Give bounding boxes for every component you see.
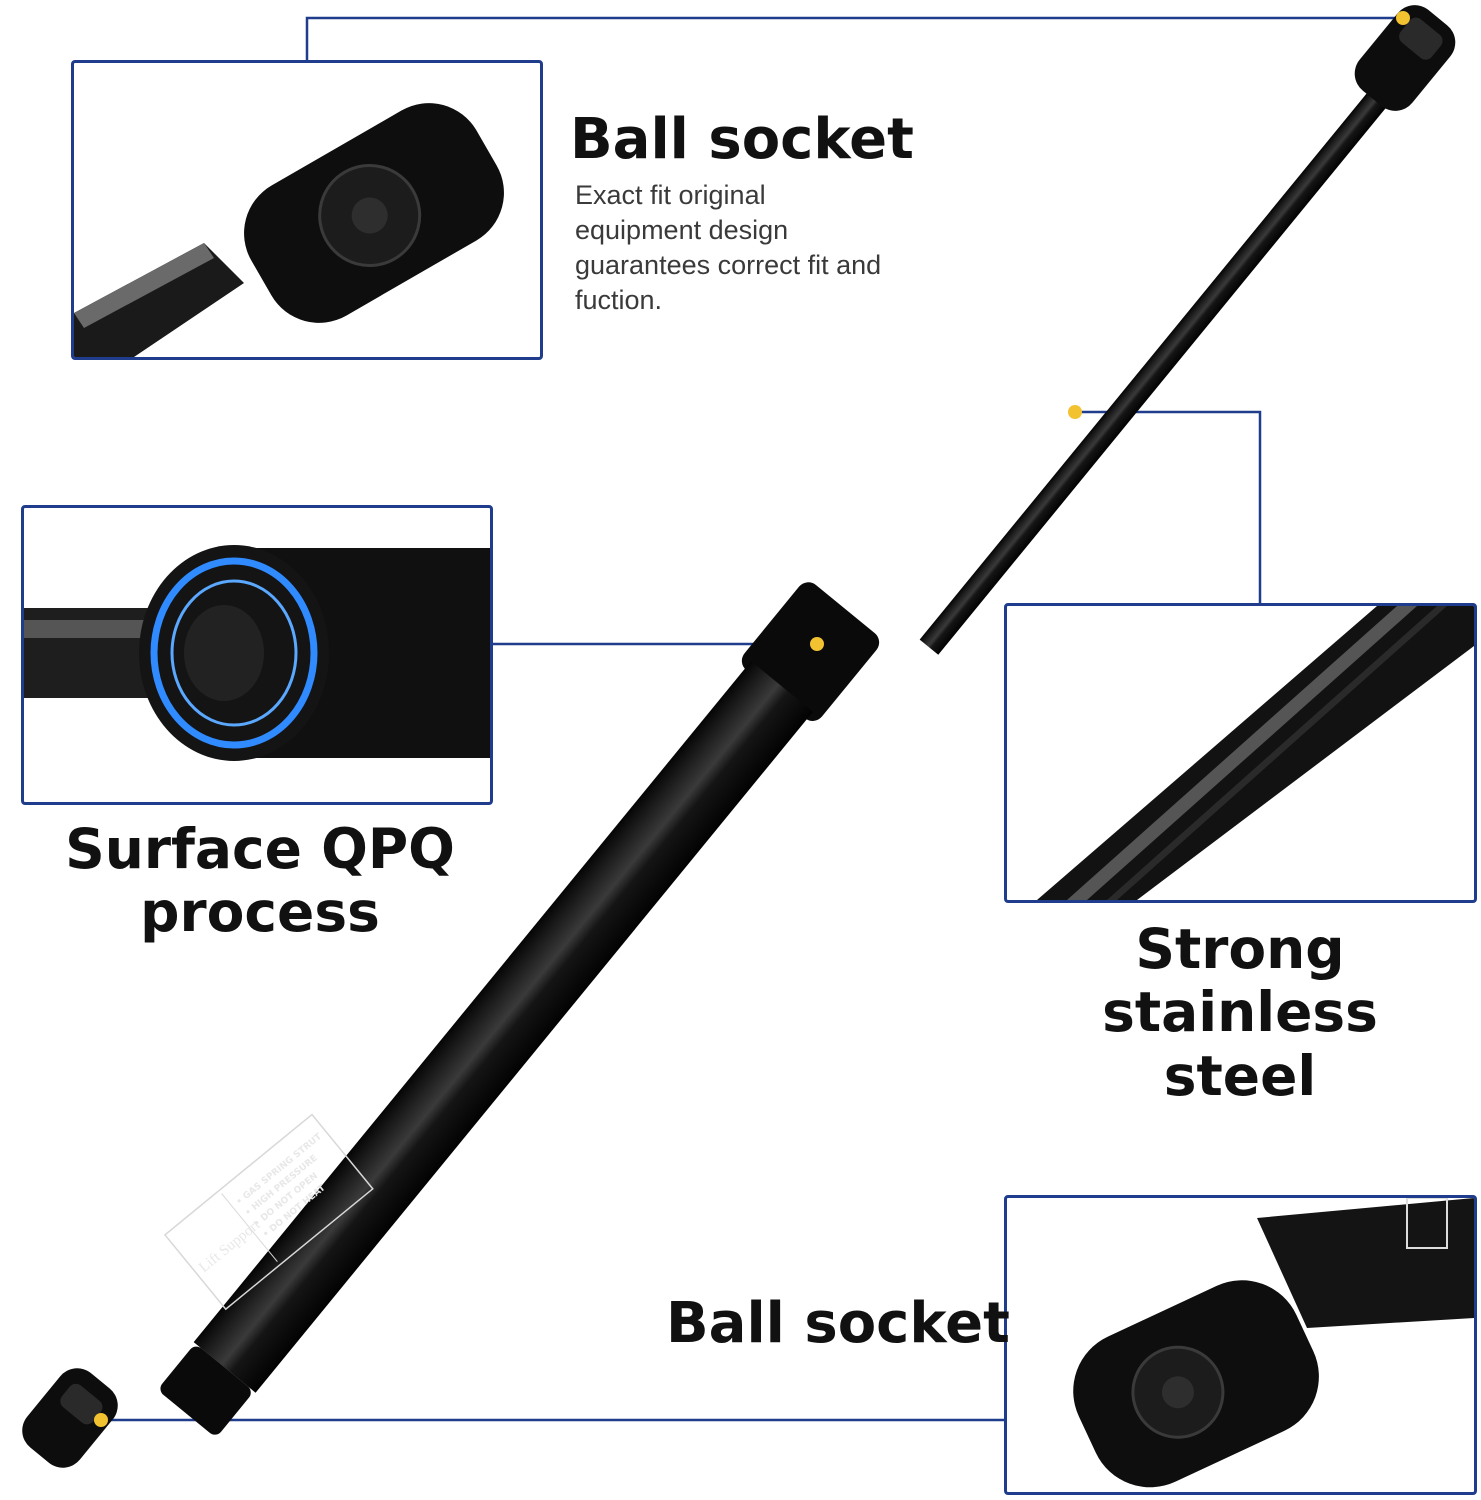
steel-title: Strong stainless steel [990, 917, 1481, 1108]
marker-dots [94, 11, 1410, 1427]
marker-dot [1068, 405, 1082, 419]
ball-socket-closeup-frame [71, 60, 543, 360]
description-line: Exact fit original [575, 180, 766, 210]
bottom-ball-socket-title: Ball socket [666, 1291, 1010, 1356]
label-brand-text: Lift Support [196, 1216, 264, 1276]
surface-title: Surface QPQ process [30, 817, 490, 945]
steel-rod-closeup-frame [1004, 603, 1477, 903]
steel-title-line: steel [1163, 1043, 1317, 1108]
ball-socket-closeup-icon [74, 103, 504, 357]
description-line: fuction. [575, 285, 663, 315]
cylinder-body [160, 582, 880, 1435]
marker-dot [94, 1413, 108, 1427]
surface-title-line: process [140, 880, 380, 945]
top-ball-socket-title: Ball socket [570, 107, 914, 172]
bottom-end-fitting [22, 1368, 118, 1468]
marker-dot [1396, 11, 1410, 25]
marker-dot [810, 637, 824, 651]
ball-socket-closeup-icon [1073, 1198, 1474, 1488]
bottom-ball-socket-closeup-frame [1004, 1195, 1477, 1495]
steel-title-line: Strong stainless [1102, 917, 1378, 1045]
description-line: guarantees correct fit and [575, 250, 882, 280]
top-end-fitting [1354, 5, 1456, 111]
surface-title-line: Surface QPQ [65, 817, 455, 881]
steel-rod-closeup-icon [1037, 606, 1474, 900]
piston-rod [919, 82, 1395, 655]
top-ball-socket-description: Exact fit original equipment design guar… [575, 178, 955, 318]
qpq-ring-closeup-frame [21, 505, 493, 805]
qpq-ring-closeup-icon [24, 545, 490, 761]
description-line: equipment design [575, 215, 789, 245]
